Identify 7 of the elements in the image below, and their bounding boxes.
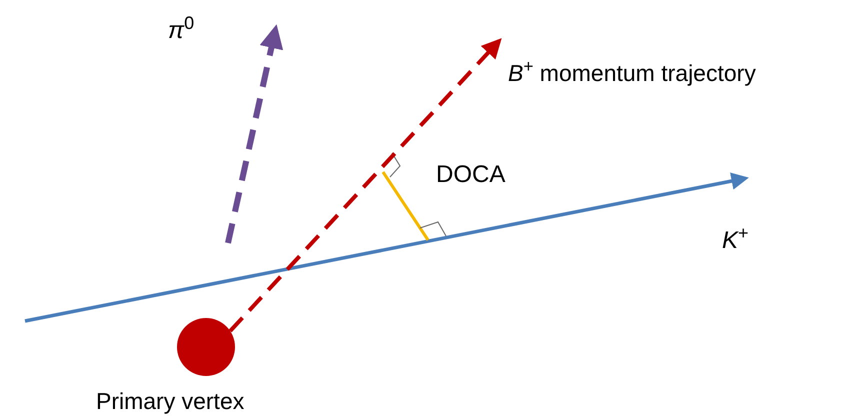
distance-label: DOCA xyxy=(436,160,506,190)
particle-label: π$^{0}$ xyxy=(168,16,194,46)
trajectory-label: B$^{+}$ momentum trajectory xyxy=(508,58,757,88)
particle-label: K$^{+}$ xyxy=(722,226,749,256)
vertex-circle xyxy=(177,318,235,376)
vertex-caption: Primary vertex xyxy=(96,387,244,416)
dashed-arrow xyxy=(228,38,502,332)
